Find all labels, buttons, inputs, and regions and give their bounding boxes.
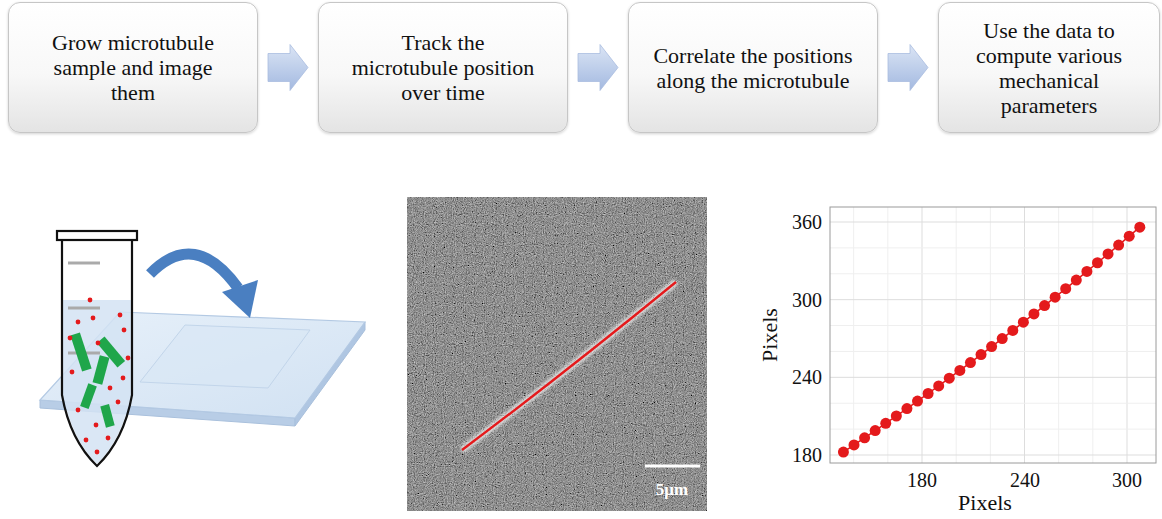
grid-line xyxy=(922,207,923,463)
data-point xyxy=(1113,240,1124,251)
grid-line xyxy=(830,455,1156,456)
tracked-contour xyxy=(462,282,676,450)
microtubule xyxy=(70,332,91,371)
microtubule xyxy=(100,404,114,428)
data-points xyxy=(838,222,1145,458)
grid-line xyxy=(830,377,1156,378)
data-point xyxy=(901,403,912,414)
cover-slip xyxy=(140,325,310,388)
tick-label: 240 xyxy=(1010,469,1040,491)
process-box: Use the data to compute various mechanic… xyxy=(938,2,1160,133)
data-point xyxy=(1039,300,1050,311)
grid-line xyxy=(830,247,1156,248)
scale-label: 5μm xyxy=(656,481,688,500)
data-point xyxy=(849,439,860,450)
axis-title: Pixels xyxy=(958,491,1012,515)
curved-arrow-head xyxy=(222,280,258,318)
grid-line xyxy=(1024,207,1025,463)
data-point xyxy=(1007,325,1018,336)
axis-title: Pixels xyxy=(758,308,782,362)
microtubule-signal xyxy=(462,282,676,450)
process-box: Grow microtubule sample and image them xyxy=(8,2,258,133)
step-text: Track the microtubule position over time xyxy=(348,30,538,105)
data-point xyxy=(912,396,923,407)
flow-arrow xyxy=(268,45,308,91)
grid-line xyxy=(1127,207,1128,463)
data-point xyxy=(1103,248,1114,259)
plot-frame xyxy=(830,207,1156,463)
grid-line xyxy=(830,403,1156,404)
tube-outline xyxy=(62,240,132,466)
data-point xyxy=(1028,308,1039,319)
data-point xyxy=(838,447,849,458)
data-point xyxy=(997,333,1008,344)
data-point xyxy=(1018,317,1029,328)
data-point xyxy=(923,388,934,399)
scale-bar xyxy=(645,465,700,468)
process-box: Correlate the positions along the microt… xyxy=(628,2,878,133)
data-point xyxy=(954,365,965,376)
flow-arrow xyxy=(578,45,618,91)
data-point xyxy=(870,425,881,436)
tube-cap xyxy=(57,231,137,240)
pour-arrow xyxy=(150,254,258,318)
position-chart xyxy=(830,207,1156,463)
grid-line xyxy=(990,207,991,463)
curved-arrow-shaft xyxy=(150,254,238,288)
microtubule xyxy=(93,355,110,385)
data-point xyxy=(976,349,987,360)
tick-label: 240 xyxy=(792,366,822,388)
data-point xyxy=(1050,292,1061,303)
image-ground xyxy=(407,197,707,511)
grid-line xyxy=(830,299,1156,300)
grid-line xyxy=(853,207,854,463)
process-box: Track the microtubule position over time xyxy=(318,2,568,133)
tube-liquid xyxy=(63,300,131,464)
data-point xyxy=(1134,222,1145,233)
tick-label: 300 xyxy=(1112,469,1142,491)
grid-line xyxy=(830,273,1156,274)
tick-label: 360 xyxy=(792,211,822,233)
data-point xyxy=(859,432,870,443)
data-point xyxy=(1092,257,1103,268)
grid-line xyxy=(956,207,957,463)
image-noise xyxy=(407,197,707,511)
grid xyxy=(830,207,1156,463)
data-point xyxy=(1060,283,1071,294)
data-point xyxy=(880,418,891,429)
grid-line xyxy=(1058,207,1059,463)
grid-line xyxy=(830,325,1156,326)
data-point xyxy=(944,373,955,384)
tube-mark xyxy=(68,307,100,310)
data-point xyxy=(1071,275,1082,286)
step-text: Use the data to compute various mechanic… xyxy=(960,18,1138,118)
microtubule xyxy=(80,383,97,409)
step-text: Correlate the positions along the microt… xyxy=(651,43,856,93)
data-point xyxy=(1124,231,1135,242)
grid-line xyxy=(1092,207,1093,463)
microscope-image xyxy=(407,197,707,511)
grid-line xyxy=(830,222,1156,223)
tick-label: 180 xyxy=(792,444,822,466)
flow-arrow xyxy=(888,45,928,91)
sample-tube xyxy=(57,231,137,466)
step-text: Grow microtubule sample and image them xyxy=(31,30,236,105)
tick-label: 300 xyxy=(792,289,822,311)
tube-mark xyxy=(68,262,100,265)
data-point xyxy=(965,357,976,368)
data-line xyxy=(843,227,1139,452)
plot-ground xyxy=(830,207,1156,463)
data-point xyxy=(1081,266,1092,277)
data-point xyxy=(891,410,902,421)
tick-label: 180 xyxy=(907,469,937,491)
data-point xyxy=(986,341,997,352)
data-point xyxy=(933,380,944,391)
